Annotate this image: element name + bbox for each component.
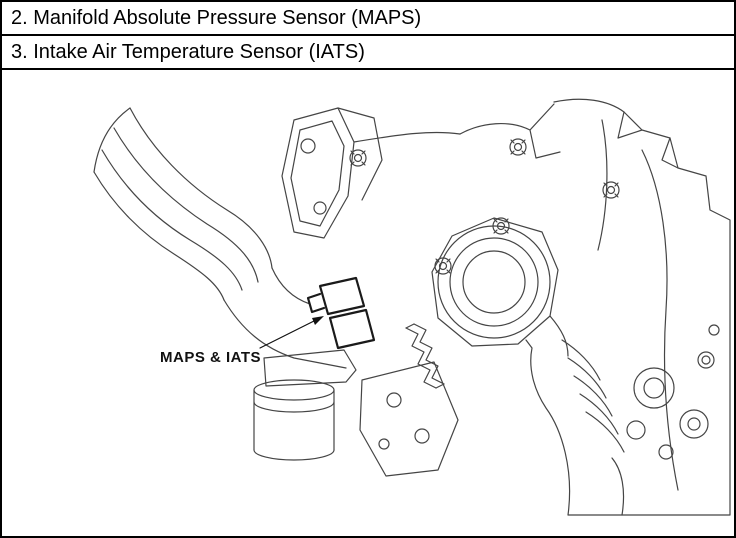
diagram-area: MAPS & IATS [2, 70, 734, 536]
header-item-maps: 2. Manifold Absolute Pressure Sensor (MA… [2, 2, 734, 36]
header-item-iats: 3. Intake Air Temperature Sensor (IATS) [2, 36, 734, 70]
mounting-bracket-lines [281, 103, 561, 239]
diagram-label-maps-iats: MAPS & IATS [160, 349, 261, 366]
canister-lines [253, 349, 357, 461]
throttle-body-lines [405, 217, 559, 389]
leader-arrow [259, 316, 324, 349]
header-item-iats-label: 3. Intake Air Temperature Sensor (IATS) [11, 40, 365, 63]
lower-plate-lines [359, 361, 459, 477]
header-item-maps-label: 2. Manifold Absolute Pressure Sensor (MA… [11, 6, 422, 29]
intake-manifold-lines [93, 107, 347, 369]
engine-diagram: MAPS & IATS [93, 98, 731, 516]
maps-iats-sensor-outline [306, 276, 376, 350]
engine-block-lines [525, 98, 731, 516]
bolt-icons [349, 138, 620, 275]
